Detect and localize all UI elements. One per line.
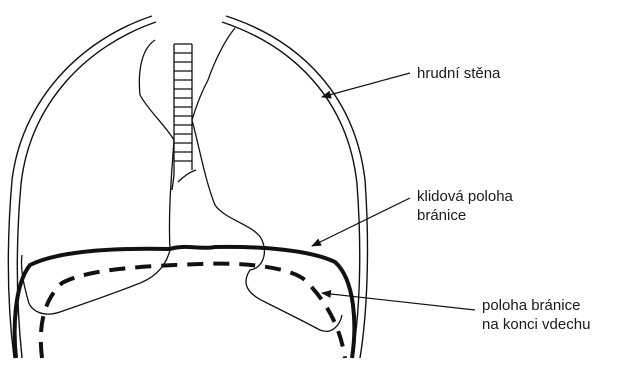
label-chest-wall: hrudní stěna [417,64,500,83]
chest-wall-right-outer [226,16,367,358]
trachea [172,44,192,190]
diaphragm-resting [15,247,355,358]
label-resting-line-2: bránice [417,206,513,225]
label-inspiration-diaphragm: poloha bránice na konci vdechu [482,296,590,334]
bronchus [178,170,196,182]
label-resting-line-1: klidová poloha [417,187,513,206]
arrow-inspiration-diaphragm [322,293,475,310]
right-lung [192,28,342,331]
label-inspiration-line-2: na konci vdechu [482,315,590,334]
chest-wall-left-inner [17,22,156,358]
arrow-chest-wall [322,73,410,97]
diaphragm-inspiration [41,264,345,358]
chest-wall-right-inner [222,22,360,358]
label-chest-wall-text: hrudní stěna [417,64,500,83]
label-resting-diaphragm: klidová poloha bránice [417,187,513,225]
chest-wall [8,16,367,358]
arrow-resting-diaphragm [312,198,410,246]
label-inspiration-line-1: poloha bránice [482,296,590,315]
